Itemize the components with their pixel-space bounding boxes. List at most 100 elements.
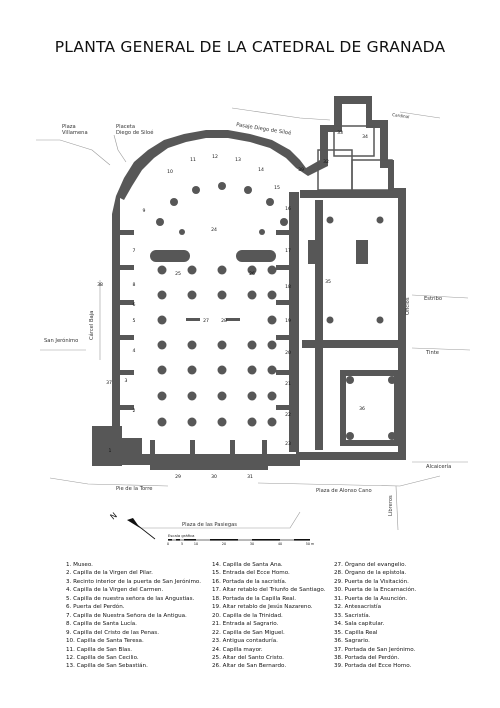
room-number-18: 18 — [285, 284, 291, 290]
room-number-39: 39 — [298, 167, 304, 173]
room-number-14: 14 — [258, 167, 264, 173]
legend-item: 5. Capilla de nuestra señora de las Angu… — [66, 595, 195, 602]
room-number-1: 1 — [109, 448, 112, 454]
placeta-siloe-label-1: Placeta — [116, 124, 135, 130]
legend-item: 2. Capilla de la Virgen del Pilar. — [66, 570, 153, 577]
page-title: PLANTA GENERAL DE LA CATEDRAL DE GRANADA — [54, 38, 446, 56]
estribo-label: Estribo — [424, 296, 442, 302]
legend-item: 26. Altar de San Bernardo. — [212, 663, 287, 670]
plaza-pasiegas-label: Plaza de las Pasiegas — [182, 522, 237, 528]
plaza-villamena-label-2: Villamena — [62, 130, 88, 136]
room-number-28: 28 — [221, 318, 227, 324]
oficios-label: Oficios — [405, 297, 411, 315]
legend-item: 1. Museo. — [66, 562, 93, 568]
room-number-15: 15 — [274, 185, 280, 191]
scale-tick-30: 30 — [250, 542, 254, 546]
scale-tick-0: 0 — [167, 542, 169, 546]
legend-item: 3. Recinto interior de la puerta de San … — [66, 578, 202, 585]
room-number-21: 21 — [285, 381, 291, 387]
carcel-baja-label: Cárcel Baja — [88, 311, 95, 340]
legend-item: 16. Portada de la sacristía. — [212, 578, 287, 585]
room-number-11: 11 — [190, 157, 196, 163]
legend-item: 29. Puerta de la Visitación. — [334, 578, 409, 585]
legend-item: 6. Puerta del Perdón. — [66, 604, 125, 611]
legend-item: 10. Capilla de Santa Teresa. — [66, 638, 144, 645]
legend-item: 21. Entrada al Sagrario. — [212, 621, 279, 628]
legend-item: 27. Órgano del evangelio. — [334, 562, 407, 568]
north-arrow: N — [109, 511, 156, 540]
room-number-26: 26 — [249, 271, 255, 277]
legend-item: 35. Capilla Real — [334, 629, 378, 636]
north-letter: N — [109, 511, 119, 522]
ambulatory — [156, 182, 288, 235]
room-number-13: 13 — [235, 157, 241, 163]
legend-item: 12. Capilla de San Cecilio. — [66, 654, 139, 661]
room-number-24: 24 — [211, 227, 217, 233]
legend-item: 38. Portada del Perdón. — [334, 654, 400, 661]
room-number-5: 5 — [133, 318, 136, 324]
room-number-27: 27 — [203, 318, 209, 324]
annex-rooms — [317, 125, 393, 191]
room-number-3: 3 — [125, 378, 128, 384]
scale-tick-10: 10 — [194, 542, 198, 546]
legend-column-3: 27. Órgano del evangelio. 28. Órgano de … — [334, 561, 416, 671]
room-number-4: 4 — [133, 348, 136, 354]
legend-item: 20. Capilla de la Trinidad. — [212, 612, 283, 619]
scale-tick-20: 20 — [222, 542, 226, 546]
room-number-7: 7 — [133, 248, 136, 254]
san-jeronimo-label: San Jerónimo — [44, 337, 78, 344]
room-number-9: 9 — [143, 208, 146, 214]
tinte-label: Tinte — [425, 350, 439, 356]
legend-item: 37. Portada de San Jerónimo. — [334, 646, 416, 653]
legend-column-2: 14. Capilla de Santa Ana. 15. Entrada de… — [212, 561, 325, 671]
scale-bar: Escala gráfica 0 5 10 20 30 40 50 m — [167, 533, 314, 546]
pie-torre-label: Pie de la Torre — [116, 486, 152, 492]
legend-item: 34. Sala capitular. — [334, 621, 385, 628]
alcaiceria-label: Alcaicería — [426, 463, 451, 470]
room-number-29: 29 — [175, 474, 181, 480]
room-number-12: 12 — [212, 154, 218, 160]
room-number-20: 20 — [285, 350, 291, 356]
legend-item: 31. Puerta de la Asunción. — [334, 595, 408, 602]
cathedral-walls — [92, 96, 406, 470]
room-number-34: 34 — [362, 134, 368, 140]
legend-item: 18. Portada de la Capilla Real. — [212, 595, 297, 602]
legend-item: 9. Capilla del Cristo de las Penas. — [66, 629, 159, 636]
legend-item: 4. Capilla de la Virgen del Carmen. — [66, 587, 164, 594]
room-number-31: 31 — [247, 474, 253, 480]
room-number-36: 36 — [359, 406, 365, 412]
legend-item: 22. Capilla de San Miguel. — [212, 629, 285, 636]
cardinal-label: Cardinal — [392, 112, 410, 119]
room-number-19: 19 — [285, 318, 291, 324]
scale-tick-5: 5 — [181, 542, 183, 546]
room-number-16: 16 — [285, 206, 291, 212]
legend-column-1: 1. Museo. 2. Capilla de la Virgen del Pi… — [66, 561, 201, 671]
plaza-villamena-label-1: Plaza — [62, 124, 76, 130]
room-number-25: 25 — [175, 271, 181, 277]
legend-item: 23. Antigua contaduría. — [212, 638, 278, 645]
legend-item: 19. Altar retablo de Jesús Nazareno. — [212, 604, 313, 611]
street-outlines — [36, 107, 471, 531]
legend-item: 32. Antesacristía — [334, 604, 382, 611]
legend-item: 30. Puerta de la Encarnación. — [334, 587, 417, 594]
legend-item: 28. Órgano de la epístola. — [334, 570, 407, 577]
room-number-6: 6 — [133, 302, 136, 308]
legend-item: 13. Capilla de San Sebastián. — [66, 663, 148, 670]
scale-tick-50: 50 m — [306, 542, 314, 546]
legend-item: 39. Portada del Ecce Homo. — [334, 663, 412, 670]
legend-item: 8. Capilla de Santa Lucía. — [66, 621, 137, 628]
room-number-10: 10 — [167, 169, 173, 175]
room-number-33: 33 — [337, 130, 343, 136]
legend-item: 36. Sagrario. — [334, 638, 370, 645]
nave-piers — [157, 216, 396, 440]
legend-item: 33. Sacristía. — [334, 612, 371, 619]
legend-item: 17. Altar retablo del Triunfo de Santiag… — [212, 587, 326, 594]
room-number-2: 2 — [133, 408, 136, 414]
room-numbers: 1 2 3 4 5 6 7 8 9 10 11 12 13 14 15 16 1… — [97, 130, 368, 480]
legend-item: 24. Capilla mayor. — [212, 646, 263, 653]
room-number-17: 17 — [285, 248, 291, 254]
room-number-32: 32 — [323, 159, 329, 165]
legend-item: 11. Capilla de San Blas. — [66, 646, 133, 653]
room-number-35: 35 — [325, 279, 331, 285]
